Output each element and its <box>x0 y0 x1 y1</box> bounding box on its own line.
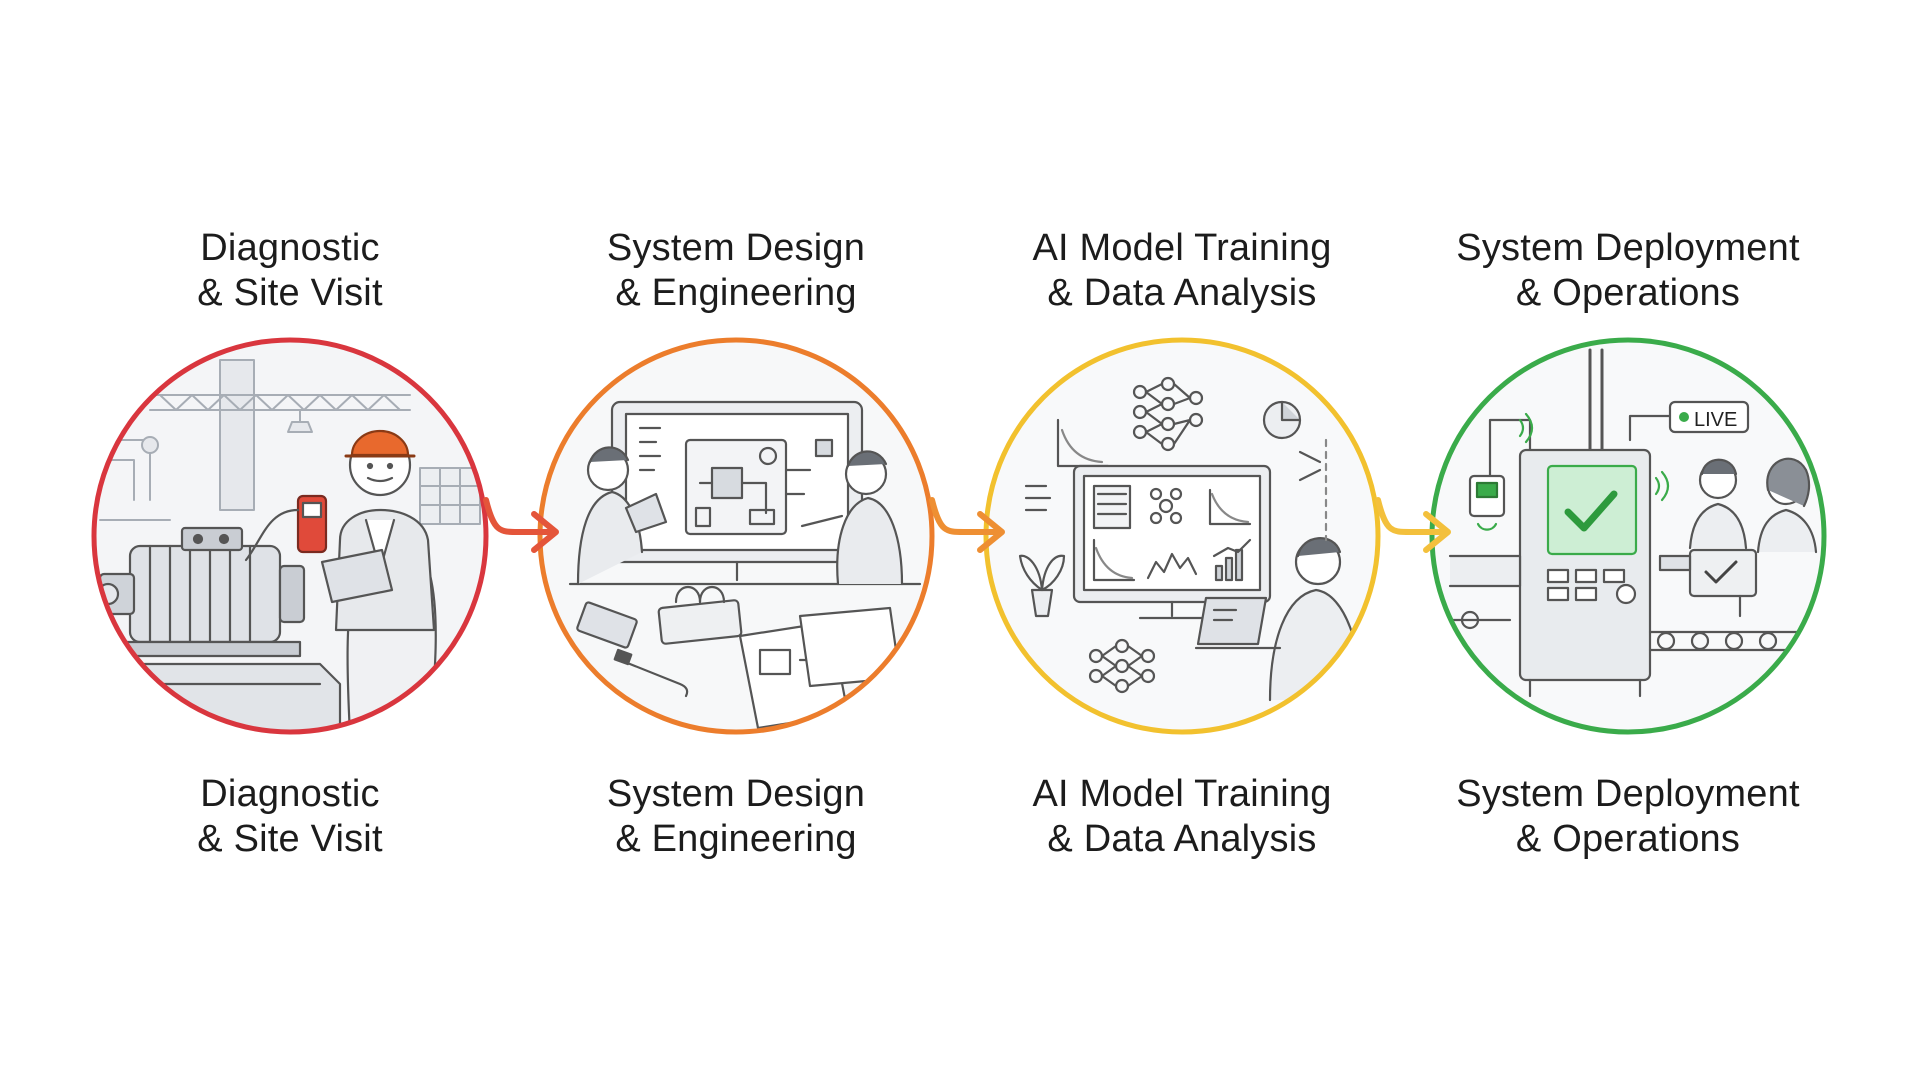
stage-1-ring <box>91 337 489 735</box>
stage-4-top-label: System Deployment & Operations <box>1408 226 1848 316</box>
live-badge-text: LIVE <box>1694 409 1737 431</box>
stage-2-bottom-line-2: & Engineering <box>615 818 857 860</box>
connector-arrow-1 <box>483 497 559 553</box>
engineer-right-figure <box>800 450 904 586</box>
stage-4-bottom-line-2: & Operations <box>1515 818 1741 860</box>
electric-motor-icon <box>96 526 306 658</box>
right-arrow-icon <box>977 511 1005 553</box>
live-dot-icon <box>1679 412 1689 422</box>
stage-3-top-line-1: AI Model Training <box>1032 227 1332 269</box>
right-arrow-icon <box>531 511 559 553</box>
stage-1-bottom-line-1: Diagnostic <box>200 773 380 815</box>
stage-4-top-line-2: & Operations <box>1515 272 1741 314</box>
technician-figure <box>244 429 437 732</box>
stage-2-top-label: System Design & Engineering <box>516 226 956 316</box>
stage-3-illustration <box>986 340 1378 732</box>
stage-1-bottom-line-2: & Site Visit <box>197 818 383 860</box>
stage-4-illustration: LIVE <box>1432 340 1824 732</box>
stage-2-bottom-line-1: System Design <box>606 773 866 815</box>
connector-arrow-2 <box>929 497 1005 553</box>
stage-4-bottom-label: System Deployment & Operations <box>1408 772 1848 862</box>
operators-figures <box>1688 457 1818 554</box>
wifi-signal-icon <box>1518 412 1534 444</box>
stage-3-bottom-line-2: & Data Analysis <box>1047 818 1317 860</box>
right-arrow-icon <box>1423 511 1451 553</box>
stage-1-illustration <box>94 340 486 732</box>
stage-2-illustration <box>540 340 932 732</box>
neural-network-icon <box>1132 376 1204 452</box>
engineer-left-figure <box>576 446 668 586</box>
sensor-device-icon <box>1468 474 1506 531</box>
stage-2-top-line-2: & Engineering <box>615 272 857 314</box>
stage-2-bottom-label: System Design & Engineering <box>516 772 956 862</box>
stage-1-top-line-1: Diagnostic <box>200 227 380 269</box>
stage-3-top-line-2: & Data Analysis <box>1047 272 1317 314</box>
stage-1-top-label: Diagnostic & Site Visit <box>70 226 510 316</box>
stage-3-bottom-line-1: AI Model Training <box>1032 773 1332 815</box>
live-badge: LIVE <box>1668 400 1750 434</box>
stage-4-top-line-1: System Deployment <box>1456 227 1800 269</box>
check-icon <box>1564 490 1618 532</box>
circuit-board-icon <box>684 438 834 536</box>
stage-4-bottom-line-1: System Deployment <box>1456 773 1800 815</box>
stage-3-bottom-label: AI Model Training & Data Analysis <box>962 772 1402 862</box>
stage-3-ring <box>983 337 1381 735</box>
stage-2-ring <box>537 337 935 735</box>
stage-1-bottom-label: Diagnostic & Site Visit <box>70 772 510 862</box>
stage-1-top-line-2: & Site Visit <box>197 272 383 314</box>
connector-arrow-3 <box>1375 497 1451 553</box>
stage-3-top-label: AI Model Training & Data Analysis <box>962 226 1402 316</box>
stage-2-top-line-1: System Design <box>606 227 866 269</box>
stage-4-ring <box>1429 337 1827 735</box>
